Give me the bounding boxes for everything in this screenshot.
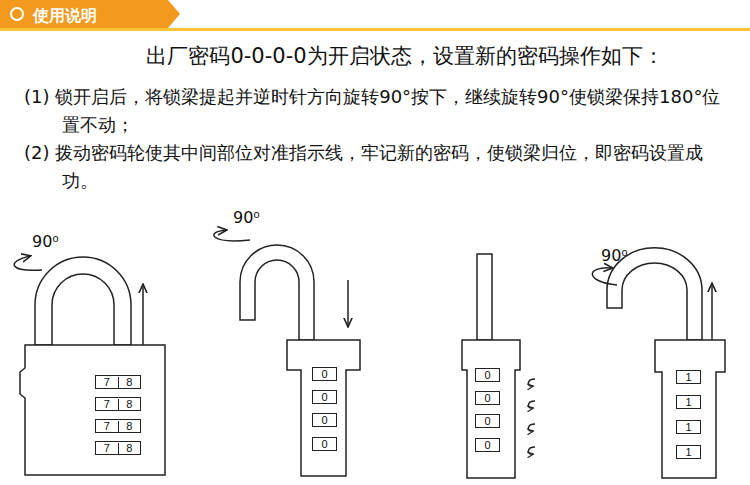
angle-label: 90⁰	[601, 244, 661, 269]
dial-digit: 1	[677, 447, 700, 458]
instruction-step: (1) 锁开启后，将锁梁提起并逆时针方向旋转90°按下，继续旋转90°使锁梁保持…	[24, 83, 724, 139]
dial-digit: 1	[677, 422, 700, 433]
instruction-step: (2) 拨动密码轮使其中间部位对准指示线，牢记新的密码，使锁梁归位，即密码设置成…	[24, 139, 724, 195]
lift-arrow	[142, 285, 144, 345]
dial-window: 0	[475, 391, 500, 405]
dial-window: 78	[95, 375, 141, 389]
header-rule	[0, 28, 750, 31]
dial-digit: 7	[96, 377, 118, 388]
dial-window: 0	[475, 414, 500, 428]
dial-digit: 0	[313, 369, 336, 380]
dial-window: 1	[676, 370, 701, 384]
dial-digit: 0	[313, 392, 336, 403]
lock-body	[20, 345, 165, 475]
shackle	[477, 254, 492, 340]
dial-digit: 0	[313, 439, 336, 450]
dial-digit: 7	[96, 443, 118, 454]
dial-digit: 1	[677, 397, 700, 408]
dial-window: 0	[312, 437, 337, 451]
press-arrow	[347, 280, 349, 326]
angle-label: 90⁰	[32, 230, 92, 255]
dial-digit: 8	[118, 399, 141, 410]
shackle	[240, 245, 314, 340]
dial-window: 78	[95, 441, 141, 455]
dial-digit: 0	[313, 415, 336, 426]
dial-window: 0	[312, 367, 337, 381]
dial-arrow	[528, 379, 535, 386]
dial-window: 1	[676, 395, 701, 409]
dial-window: 0	[312, 413, 337, 427]
rotate-arrow	[214, 230, 250, 241]
dial-arrow	[528, 424, 535, 431]
title: 出厂密码0-0-0-0为开启状态，设置新的密码操作如下：	[85, 42, 725, 70]
dial-window: 0	[475, 438, 500, 452]
dial-window: 1	[676, 420, 701, 434]
angle-label: 90⁰	[233, 206, 293, 231]
rotate-arrow	[14, 256, 42, 270]
dial-window: 0	[475, 368, 500, 382]
dial-digit: 7	[96, 421, 118, 432]
dial-digit: 0	[476, 393, 499, 404]
header-tag	[0, 0, 180, 28]
header-label: 使用说明	[33, 4, 163, 29]
dial-window: 1	[676, 445, 701, 459]
lift-arrow	[711, 284, 713, 340]
lock-body	[287, 340, 360, 476]
dial-window: 78	[95, 419, 141, 433]
rotate-arrow	[592, 268, 617, 285]
dial-arrow	[528, 401, 535, 408]
header-icon	[11, 8, 23, 20]
dial-digit: 8	[118, 377, 141, 388]
lock-body	[655, 340, 725, 478]
dial-digit: 0	[476, 440, 499, 451]
lock-body	[462, 340, 520, 478]
dial-arrow	[528, 447, 535, 454]
dial-digit: 0	[476, 370, 499, 381]
dial-digit: 1	[677, 372, 700, 383]
dial-window: 0	[312, 390, 337, 404]
shackle	[35, 257, 131, 345]
dial-digit: 7	[96, 399, 118, 410]
dial-digit: 8	[118, 421, 141, 432]
dial-window: 78	[95, 397, 141, 411]
dial-digit: 8	[118, 443, 141, 454]
dial-digit: 0	[476, 416, 499, 427]
